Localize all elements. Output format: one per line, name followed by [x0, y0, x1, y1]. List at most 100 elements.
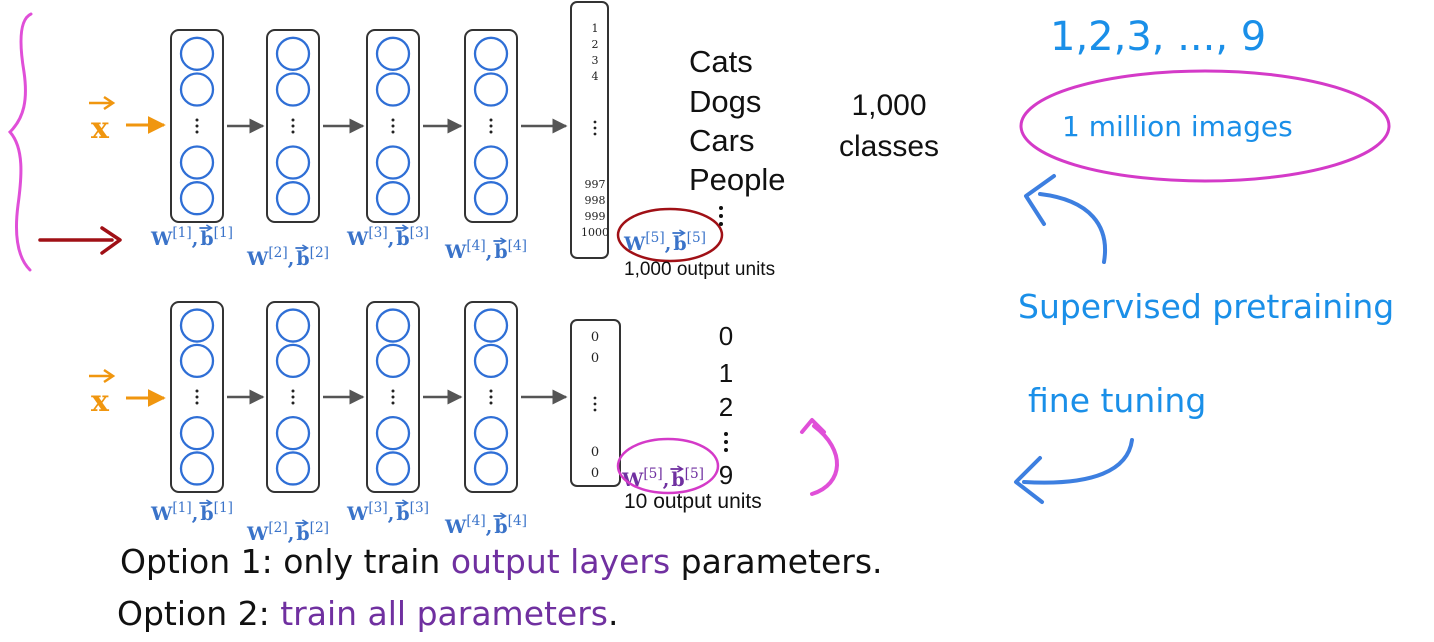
weight-bias-label: W[4],b[4] [444, 512, 527, 538]
class-label-dogs: Dogs [689, 84, 761, 119]
neuron [473, 181, 509, 216]
neuron [473, 415, 509, 451]
top-output-value: 998 [585, 194, 606, 207]
neuron [275, 343, 311, 379]
blue-curved-arrow-up [1038, 192, 1107, 264]
weight-bias-label: W[1],b[1] [150, 499, 233, 525]
hidden-layer-2 [266, 301, 320, 493]
top-input-symbol: x [91, 111, 110, 146]
hidden-layer-3 [366, 29, 420, 223]
top-output-value: 997 [585, 178, 606, 191]
class-label-cats: Cats [689, 44, 753, 79]
class-label-people: People [689, 162, 786, 197]
top-output-ellipsis [593, 120, 597, 136]
top-output-values-end: 997 998 999 1000 [581, 178, 609, 239]
weight-bias-label: W[5],b[5] [623, 229, 706, 255]
bottom-output-caption: 10 output units [624, 490, 762, 513]
bottom-output-values-start: 0 0 [591, 330, 599, 366]
digit-label: 1 [719, 358, 733, 388]
bottom-output-value: 0 [591, 351, 599, 366]
bottom-hidden-layers: W[1],b[1] W[2],b[2] W[3],b[3] W[4],b[4] [150, 301, 568, 545]
neuron [375, 343, 411, 379]
neuron [473, 343, 509, 379]
top-output-value: 2 [592, 38, 599, 51]
top-output-value: 999 [585, 210, 606, 223]
handwritten-fine-tuning: fine tuning [1028, 381, 1206, 420]
digit-label: 9 [719, 460, 733, 490]
hidden-layer-4 [464, 29, 518, 223]
option-1-highlight: output layers [450, 542, 671, 581]
bottom-input-x: x [89, 368, 116, 419]
bottom-output-value: 0 [591, 330, 599, 345]
top-network: x W[1],b[1] W[2],b[2] W[3],b[3] W[4],b[4] 1… [89, 1, 939, 280]
top-output-weight-circle [616, 207, 724, 263]
bottom-output-weight-label: W[5],b[5] [621, 465, 704, 491]
neuron [375, 72, 411, 107]
svg-text:W[3],b[3]: W[3],b[3] [346, 225, 429, 250]
hidden-layer-3 [366, 301, 420, 493]
top-output-value: 3 [592, 54, 599, 67]
neuron [275, 451, 311, 486]
neuron [375, 415, 411, 451]
weight-bias-label: W[3],b[3] [346, 224, 429, 250]
top-output-weight-label: W[5],b[5] [623, 229, 706, 255]
neuron [275, 181, 311, 216]
magenta-brace-annotation [7, 12, 33, 272]
neuron [375, 36, 411, 71]
million-images-ellipse [1019, 69, 1391, 183]
svg-text:W[3],b[3]: W[3],b[3] [346, 500, 429, 525]
bottom-output-ellipsis [593, 396, 597, 412]
svg-text:W[5],b[5]: W[5],b[5] [623, 230, 706, 255]
handwritten-notes: 1,2,3, ..., 9 1 million images Supervise… [1014, 14, 1394, 504]
bottom-input-symbol: x [91, 384, 110, 419]
digit-list-ellipsis [724, 432, 728, 452]
weight-bias-label: W[2],b[2] [246, 244, 329, 270]
neuron [179, 308, 215, 343]
hidden-layer-1 [170, 301, 224, 493]
option-2-prefix: Option 2: [117, 594, 281, 633]
neuron [179, 343, 215, 379]
neuron [473, 145, 509, 180]
class-label-cars: Cars [689, 123, 754, 158]
weight-bias-label: W[5],b[5] [621, 465, 704, 491]
neuron [473, 451, 509, 486]
weight-bias-label: W[1],b[1] [150, 224, 233, 250]
option-2-suffix: . [608, 594, 619, 633]
top-output-caption: 1,000 output units [624, 259, 775, 280]
handwritten-million-images: 1 million images [1062, 110, 1293, 143]
neuron [275, 72, 311, 107]
bottom-output-value: 0 [591, 466, 599, 481]
neuron [375, 451, 411, 486]
neuron [179, 36, 215, 71]
neuron [275, 415, 311, 451]
option-1-prefix: Option 1: only train [120, 542, 451, 581]
classes-count: 1,000 [851, 89, 926, 122]
option-1-text: Option 1: only train output layers param… [120, 542, 883, 581]
bottom-digit-list: 0 1 2 9 [719, 321, 733, 490]
neuron [179, 72, 215, 107]
neuron [275, 308, 311, 343]
hidden-layer-1 [170, 29, 224, 223]
hidden-layer-4 [464, 301, 518, 493]
svg-text:W[4],b[4]: W[4],b[4] [444, 513, 527, 538]
digit-label: 0 [719, 321, 733, 351]
neuron [179, 181, 215, 216]
option-2-highlight: train all parameters [280, 594, 608, 633]
option-2-text: Option 2: train all parameters. [117, 594, 619, 633]
svg-text:W[1],b[1]: W[1],b[1] [150, 225, 233, 250]
svg-text:W[2],b[2]: W[2],b[2] [246, 245, 329, 270]
classes-word: classes [839, 130, 939, 163]
svg-text:W[5],b[5]: W[5],b[5] [621, 466, 704, 491]
handwritten-digits-range: 1,2,3, ..., 9 [1050, 14, 1266, 60]
svg-text:W[4],b[4]: W[4],b[4] [444, 238, 527, 263]
neuron [179, 451, 215, 486]
top-output-value: 1 [592, 22, 599, 35]
neuron [275, 36, 311, 71]
neuron [179, 145, 215, 180]
bottom-output-weight-circle [616, 437, 720, 495]
neuron [375, 181, 411, 216]
top-output-values-start: 1 2 3 4 [592, 22, 599, 83]
weight-bias-label: W[2],b[2] [246, 519, 329, 545]
digit-label: 2 [719, 392, 733, 422]
